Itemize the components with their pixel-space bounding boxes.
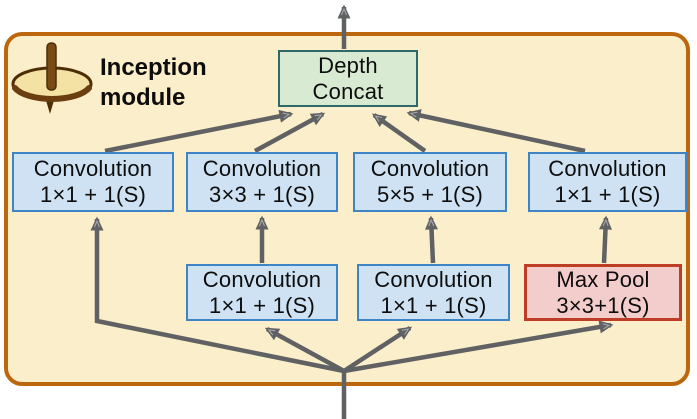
node-conv-1x1-mid-right: Convolution 1×1 + 1(S) — [357, 264, 510, 321]
node-conv-3x3: Convolution 3×3 + 1(S) — [186, 152, 338, 212]
node-depth-concat: Depth Concat — [278, 50, 418, 107]
node-label-line2: Concat — [312, 78, 384, 104]
node-conv-1x1-mid-left: Convolution 1×1 + 1(S) — [186, 264, 338, 321]
module-title: Inception module — [100, 53, 207, 113]
node-label-line2: 1×1 + 1(S) — [40, 182, 146, 207]
node-label-line1: Depth — [318, 52, 378, 78]
node-label-line2: 3×3 + 1(S) — [209, 182, 315, 207]
node-conv-1x1-top-left: Convolution 1×1 + 1(S) — [12, 152, 174, 212]
module-title-line2: module — [100, 84, 186, 111]
node-label-line2: 3×3+1(S) — [556, 292, 650, 318]
node-label-line2: 1×1 + 1(S) — [209, 292, 315, 318]
node-label-line2: 1×1 + 1(S) — [380, 292, 487, 318]
node-label-line2: 1×1 + 1(S) — [554, 182, 661, 207]
node-label-line1: Max Pool — [556, 266, 650, 292]
node-label-line1: Convolution — [202, 156, 322, 181]
node-conv-1x1-top-right: Convolution 1×1 + 1(S) — [528, 152, 687, 212]
module-title-line1: Inception — [100, 54, 207, 81]
node-label-line1: Convolution — [548, 156, 667, 181]
node-label-line1: Convolution — [33, 156, 153, 181]
node-label-line1: Convolution — [374, 266, 493, 292]
node-label-line2: 5×5 + 1(S) — [377, 182, 483, 207]
node-max-pool: Max Pool 3×3+1(S) — [524, 264, 682, 321]
node-conv-5x5: Convolution 5×5 + 1(S) — [353, 152, 507, 212]
node-label-line1: Convolution — [370, 156, 490, 181]
node-label-line1: Convolution — [202, 266, 322, 292]
